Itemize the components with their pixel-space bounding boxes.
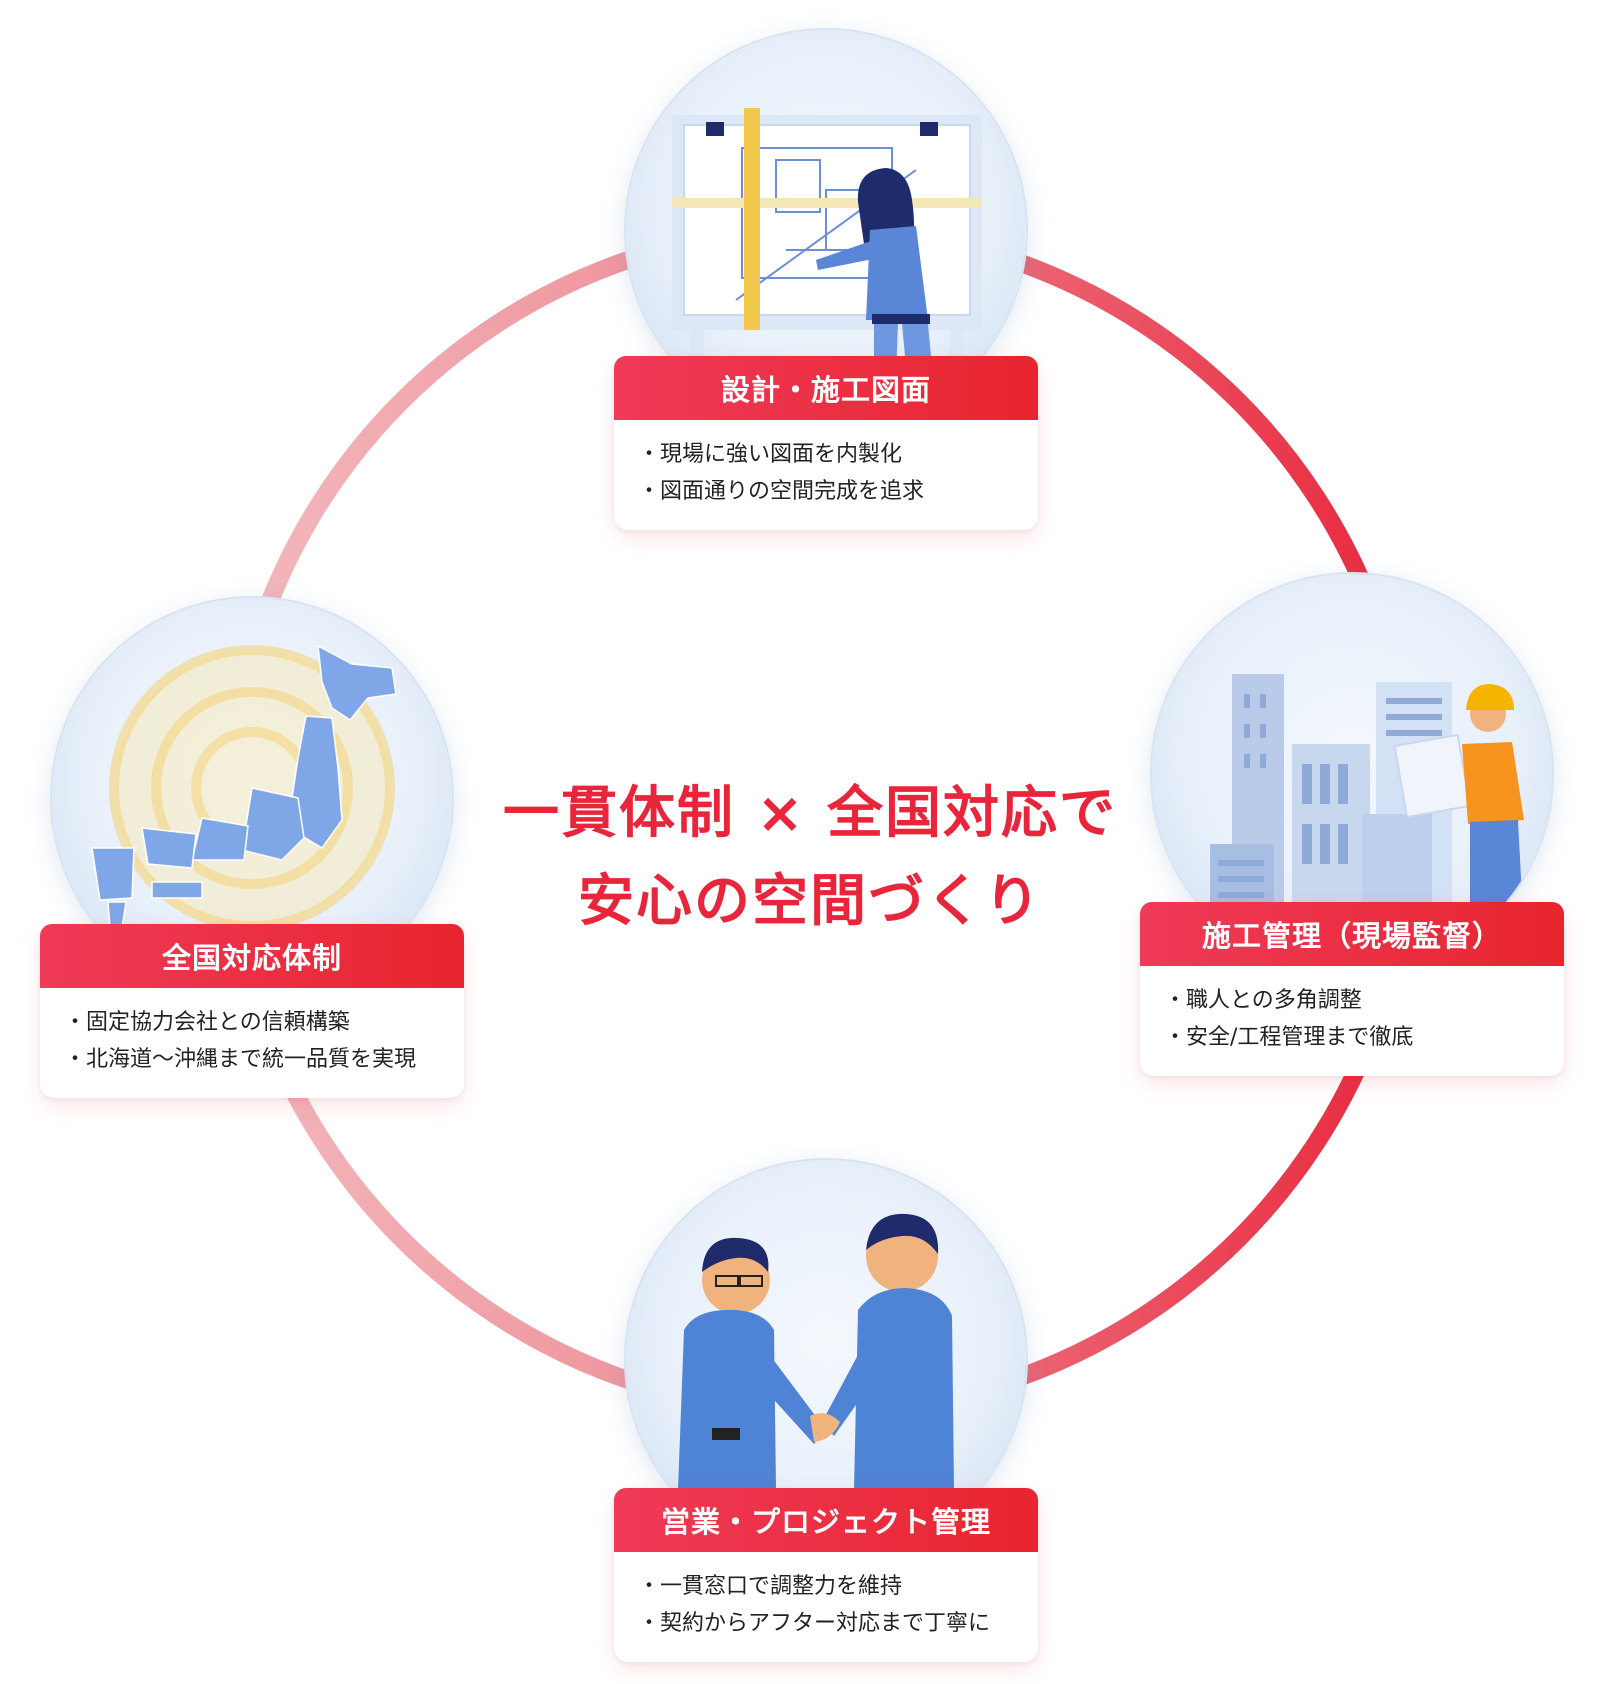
center-title-line2: 安心の空間づくり (578, 869, 1042, 934)
list-item: ・契約からアフター対応まで丁寧に (638, 1611, 991, 1636)
node-title-nationwide: 全国対応体制 (40, 924, 464, 988)
list-item: ・安全/工程管理まで徹底 (1164, 1025, 1414, 1050)
list-item: ・一貫窓口で調整力を維持 (638, 1574, 903, 1599)
list-item: ・図面通りの空間完成を追求 (638, 479, 925, 504)
node-card-drafting: 設計・施工図面 ・現場に強い図面を内製化 ・図面通りの空間完成を追求 (614, 356, 1038, 530)
list-item: ・固定協力会社との信頼構築 (64, 1010, 350, 1035)
node-card-sales: 営業・プロジェクト管理 ・一貫窓口で調整力を維持 ・契約からアフター対応まで丁寧… (614, 1488, 1038, 1662)
node-title-drafting: 設計・施工図面 (614, 356, 1038, 420)
node-card-construction: 施工管理（現場監督） ・職人との多角調整 ・安全/工程管理まで徹底 (1140, 902, 1564, 1076)
center-title-line1: 一貫体制 × 全国対応で (503, 781, 1117, 846)
node-title-construction: 施工管理（現場監督） (1140, 902, 1564, 966)
drafting-woman-icon (672, 108, 982, 430)
node-card-nationwide: 全国対応体制 ・固定協力会社との信頼構築 ・北海道〜沖縄まで統一品質を実現 (40, 924, 464, 1098)
node-title-sales: 営業・プロジェクト管理 (614, 1488, 1038, 1552)
list-item: ・北海道〜沖縄まで統一品質を実現 (64, 1047, 417, 1072)
list-item: ・職人との多角調整 (1164, 988, 1362, 1013)
list-item: ・現場に強い図面を内製化 (638, 442, 903, 467)
japan-map-icon (91, 644, 397, 931)
center-title: 一貫体制 × 全国対応で 安心の空間づくり (390, 770, 1230, 946)
